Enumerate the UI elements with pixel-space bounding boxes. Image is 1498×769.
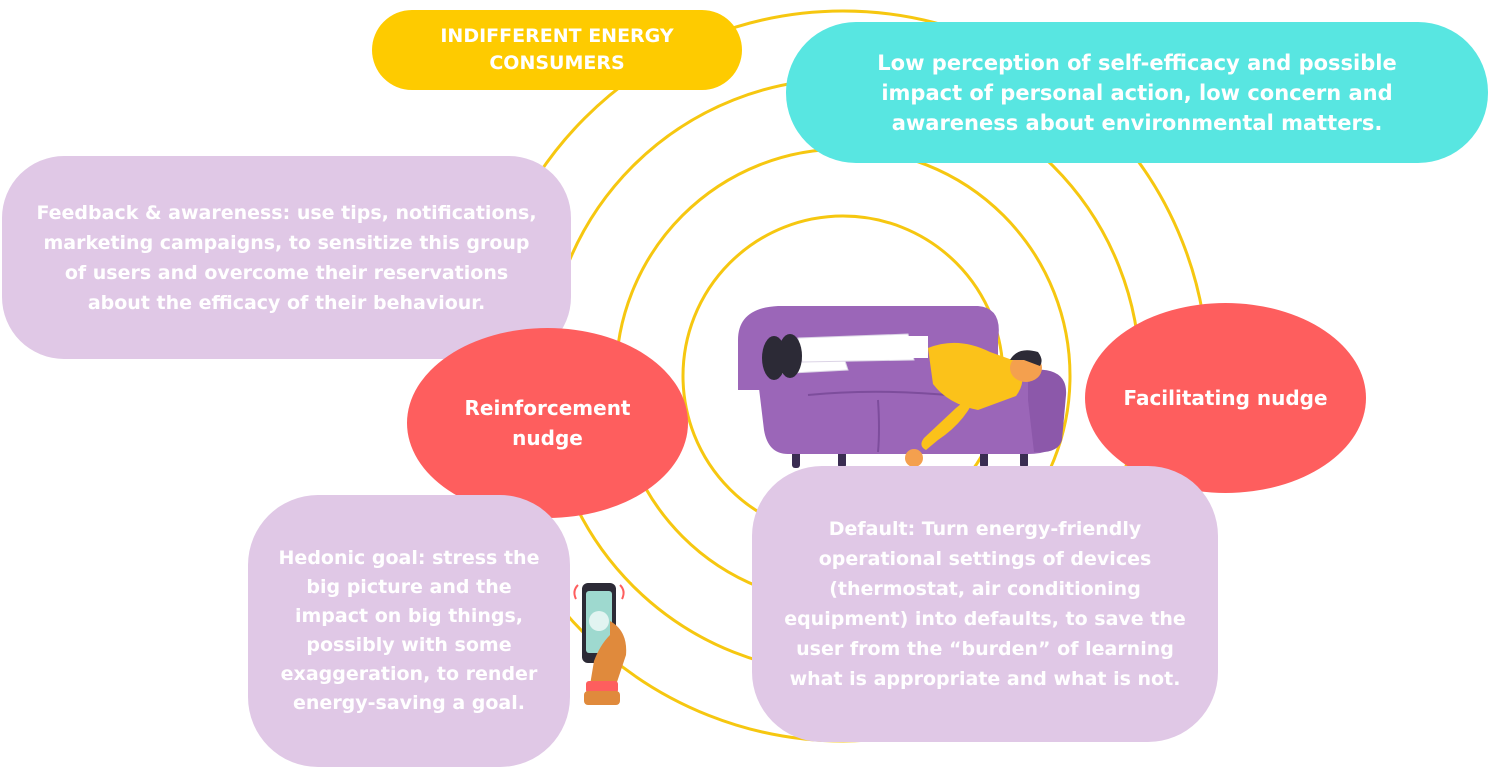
hedonic-goal-text: Hedonic goal: stress the big picture and… [278, 547, 540, 714]
diagram-title: INDIFFERENT ENERGY CONSUMERS [440, 25, 674, 74]
default-bubble: Default: Turn energy-friendly operationa… [752, 466, 1218, 742]
facilitating-nudge-bubble: Facilitating nudge [1085, 303, 1366, 493]
person-on-sofa-illustration [738, 306, 1067, 468]
description-text: Low perception of self-efficacy and poss… [877, 50, 1397, 135]
reinforcement-nudge-label: Reinforcement nudge [464, 396, 631, 450]
reinforcement-nudge-bubble: Reinforcement nudge [407, 328, 688, 518]
feedback-awareness-text: Feedback & awareness: use tips, notifica… [36, 201, 537, 314]
title-pill: INDIFFERENT ENERGY CONSUMERS [372, 10, 742, 90]
default-text: Default: Turn energy-friendly operationa… [784, 518, 1186, 690]
description-pill: Low perception of self-efficacy and poss… [786, 22, 1488, 163]
facilitating-nudge-label: Facilitating nudge [1123, 386, 1328, 410]
hedonic-goal-bubble: Hedonic goal: stress the big picture and… [248, 495, 570, 767]
hand-holding-phone-icon [573, 583, 627, 705]
feedback-awareness-bubble: Feedback & awareness: use tips, notifica… [2, 156, 571, 359]
